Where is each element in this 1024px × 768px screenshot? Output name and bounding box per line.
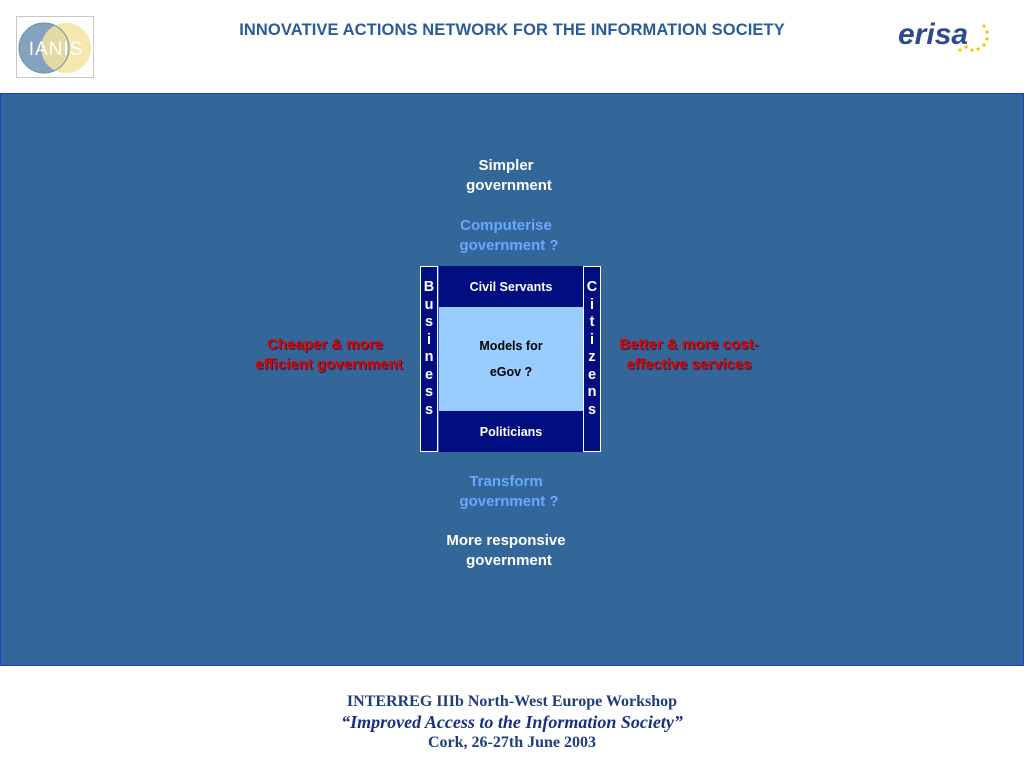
footer: INTERREG IIIb North-West Europe Workshop… xyxy=(0,692,1024,753)
better-cost-effective-services-label: Better & more cost- effective services xyxy=(619,336,759,373)
footer-workshop-title: “Improved Access to the Information Soci… xyxy=(341,712,683,732)
header-title: INNOVATIVE ACTIONS NETWORK FOR THE INFOR… xyxy=(239,21,785,39)
ianis-logo: IANIS xyxy=(16,16,94,78)
svg-text:erisa: erisa xyxy=(898,18,968,51)
header: IANIS INNOVATIVE ACTIONS NETWORK FOR THE… xyxy=(0,0,1024,93)
cheaper-efficient-government-label: Cheaper & more efficient government xyxy=(255,336,403,373)
transform-government-question: Transform government ? xyxy=(459,473,559,510)
politicians-box: Politicians xyxy=(439,411,583,452)
computerise-government-question: Computerise government ? xyxy=(459,217,559,254)
erisa-logo: erisa xyxy=(896,14,996,58)
footer-workshop: INTERREG IIIb North-West Europe Workshop xyxy=(346,693,678,710)
citizens-column: C i t i z e n s xyxy=(583,266,601,452)
footer-location-date: Cork, 26-27th June 2003 xyxy=(427,734,596,751)
more-responsive-government-label: More responsive government xyxy=(446,532,566,569)
svg-text:IANIS: IANIS xyxy=(29,39,84,60)
models-for-egov-box: Models for eGov ? xyxy=(439,307,583,411)
simpler-government-label: Simpler government xyxy=(466,157,552,194)
diagram-panel: Simpler government Computerise governmen… xyxy=(0,93,1024,666)
civil-servants-box: Civil Servants xyxy=(439,266,583,307)
business-column: B u s i n e s s xyxy=(420,266,438,452)
